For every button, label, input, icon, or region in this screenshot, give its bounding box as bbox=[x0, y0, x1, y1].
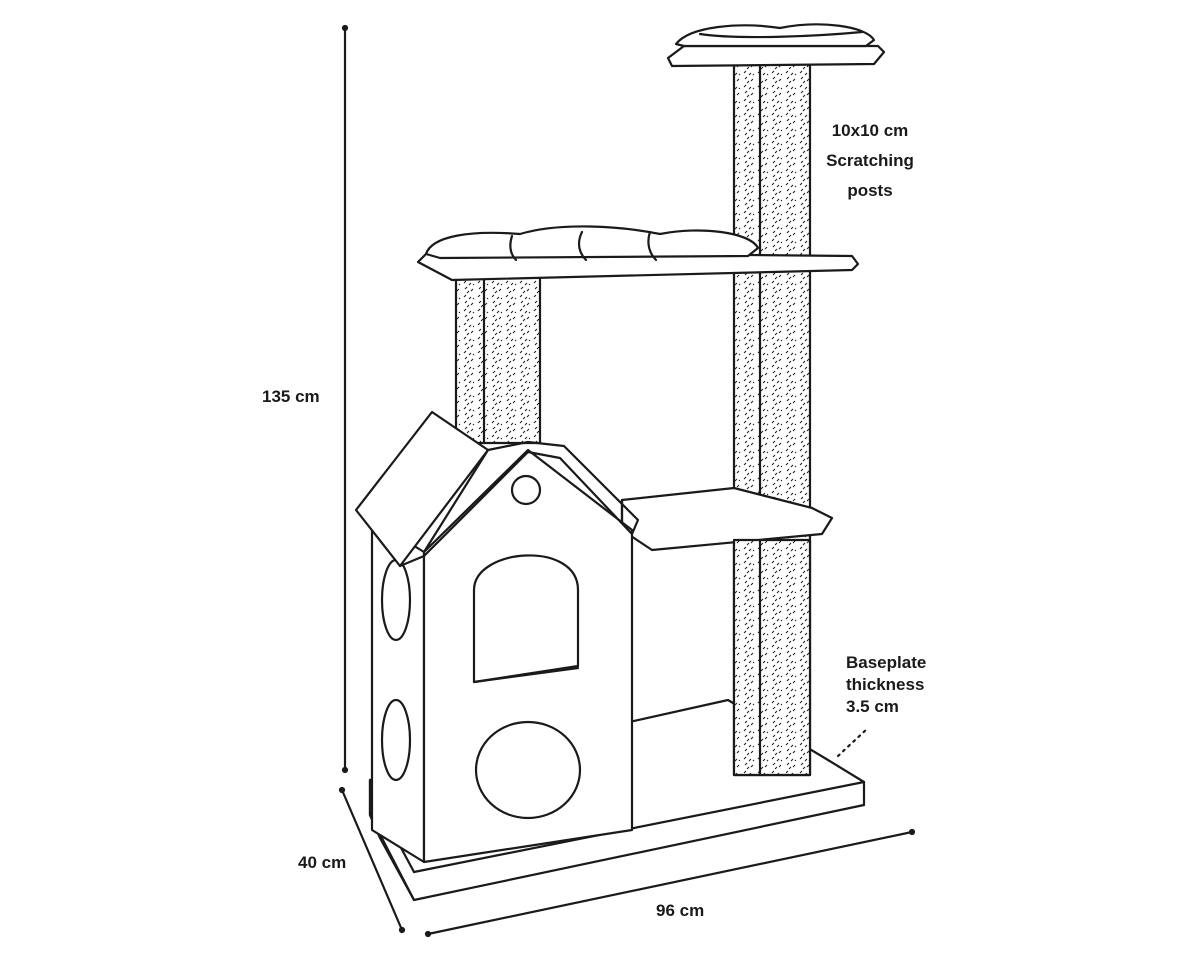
middle-platform bbox=[416, 225, 860, 282]
scratching-posts-annotation: 10x10 cm Scratching posts bbox=[818, 116, 922, 206]
width-dimension-line bbox=[424, 828, 916, 938]
depth-label: 40 cm bbox=[298, 853, 347, 872]
short-scratching-post bbox=[454, 273, 542, 445]
baseplate-title: Baseplate bbox=[846, 653, 927, 672]
depth-dimension-line bbox=[338, 786, 406, 934]
scratching-posts-suffix: posts bbox=[847, 181, 893, 200]
scratching-posts-size: 10x10 cm bbox=[831, 121, 909, 140]
cat-house bbox=[354, 410, 640, 864]
top-platform bbox=[666, 23, 886, 68]
height-dimension-line bbox=[341, 24, 349, 774]
tall-post-lower-front bbox=[732, 538, 812, 777]
baseplate-leader-line bbox=[836, 726, 870, 758]
baseplate-thickness-value: 3.5 cm bbox=[846, 697, 899, 716]
width-label: 96 cm bbox=[656, 901, 705, 920]
baseplate-thickness-word: thickness bbox=[846, 675, 925, 694]
height-label: 135 cm bbox=[262, 387, 320, 406]
baseplate-annotation: Baseplate thickness 3.5 cm bbox=[846, 652, 926, 718]
scratching-posts-word: Scratching bbox=[826, 151, 914, 170]
